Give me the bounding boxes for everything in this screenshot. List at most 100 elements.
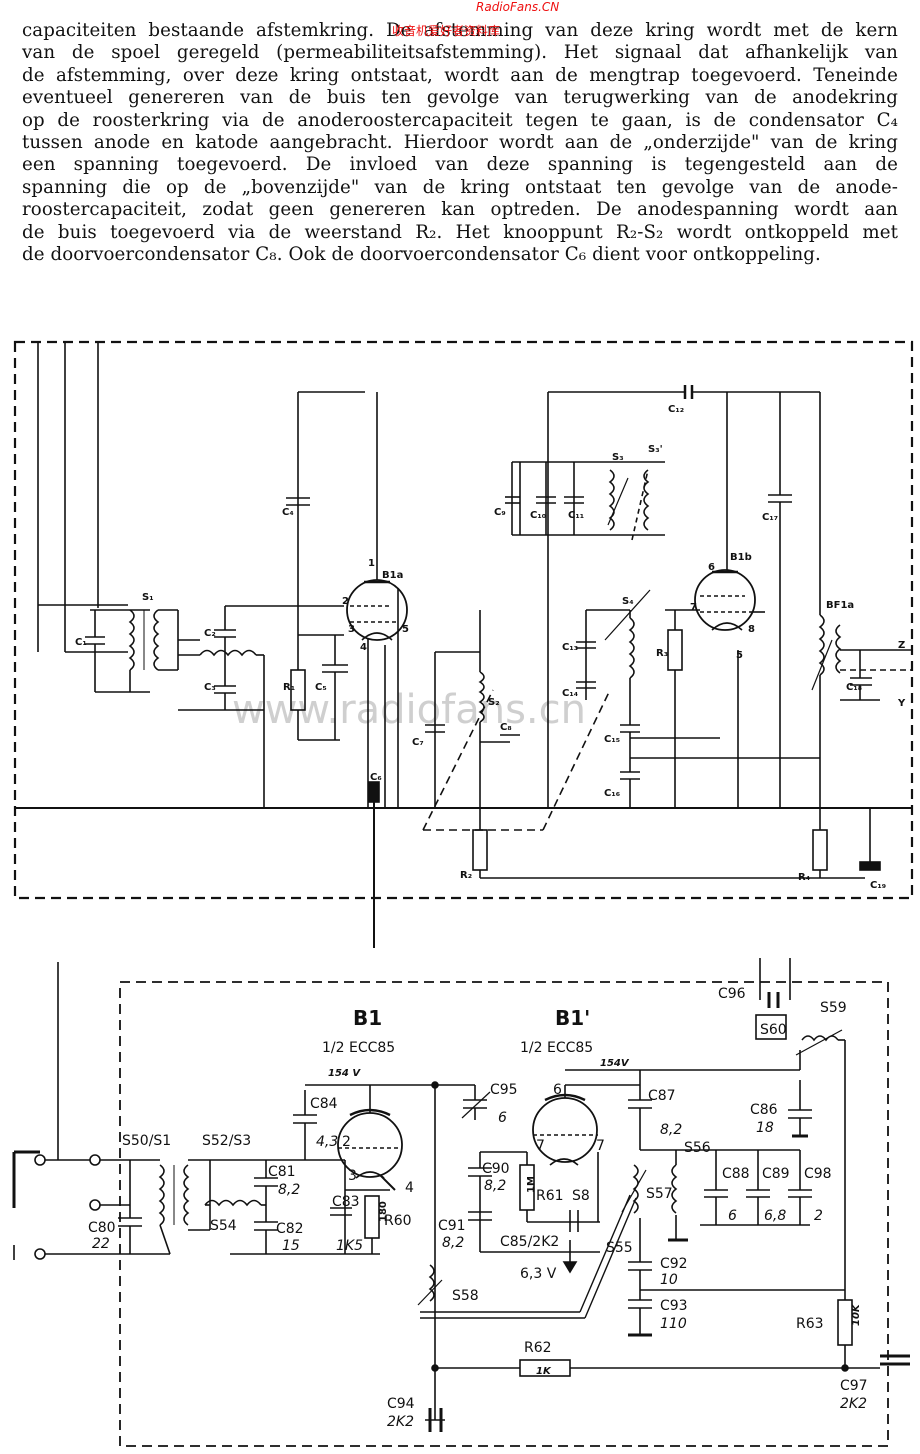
value-c95: 6 <box>498 1110 507 1126</box>
value-r60: 180 <box>378 1201 389 1222</box>
label-c9: C₉ <box>494 507 506 518</box>
label-c81: C81 <box>268 1164 296 1180</box>
label-pin2: 2 <box>342 596 349 607</box>
label-p5b: 5 <box>736 650 743 661</box>
value-r62: 1K <box>536 1366 552 1377</box>
value-c92: 10 <box>660 1272 678 1288</box>
label-r63: R63 <box>796 1316 824 1332</box>
label-pin1: 1 <box>368 558 375 569</box>
label-c1: C₁ <box>75 637 87 648</box>
tube1-title: B1 <box>353 1006 382 1030</box>
pin-7a: 7 <box>536 1138 545 1154</box>
label-c17: C₁₇ <box>762 512 778 523</box>
label-s60: S60 <box>760 1022 787 1038</box>
label-c15: C₁₅ <box>604 734 620 745</box>
value-r63: 10K <box>851 1303 862 1326</box>
label-c95: C95 <box>490 1082 518 1098</box>
label-c94: C94 <box>387 1396 415 1412</box>
paragraph-line: de afstemming, over deze kring ontstaat,… <box>22 64 898 86</box>
voltage-154-b: 154V <box>600 1058 630 1069</box>
watermark-cn: 收音机爱好者资料库 <box>392 24 501 38</box>
label-c86: C86 <box>750 1102 778 1118</box>
label-b1a: B1a <box>382 570 403 581</box>
paragraph-line: een spanning toegevoerd. De invloed van … <box>22 154 898 176</box>
label-c8: C₈ <box>500 722 512 733</box>
paragraph-line: van de spoel geregeld (permeabiliteitsaf… <box>22 42 898 64</box>
label-s3b: S₃' <box>648 444 663 455</box>
label-c5: C₅ <box>315 682 327 693</box>
value-c86: 18 <box>756 1120 774 1136</box>
label-s57: S57 <box>646 1186 673 1202</box>
upper-labels: S₁ C₁ C₂ C₃ R₁ C₅ C₄ B1a 1 2 3 4 5 C₆ C₇… <box>75 404 906 891</box>
label-pin5: 5 <box>402 624 409 635</box>
label-c12: C₁₂ <box>668 404 684 415</box>
label-y: Y <box>897 698 906 709</box>
label-c13: C₁₃ <box>562 642 578 653</box>
lower-labels: B1 1/2 ECC85 B1' 1/2 ECC85 154 V 154V S5… <box>88 986 868 1430</box>
value-c97: 2K2 <box>840 1396 867 1412</box>
label-s3: S₃ <box>612 452 624 463</box>
tube1-sub: 1/2 ECC85 <box>322 1040 395 1056</box>
label-c4: C₄ <box>282 507 294 518</box>
value-c80: 22 <box>92 1236 110 1252</box>
label-s58: S58 <box>452 1288 479 1304</box>
paragraph-line: op de roosterkring via de anoderoosterca… <box>22 109 898 131</box>
pin-3: 3 <box>348 1168 357 1184</box>
label-c18: C₁₈ <box>846 682 862 693</box>
pin-2: 2 <box>342 1134 351 1150</box>
label-c3: C₃ <box>204 682 216 693</box>
label-b1b: B1b <box>730 552 752 563</box>
value-c81: 8,2 <box>278 1182 300 1198</box>
label-c19: C₁₉ <box>870 880 886 891</box>
label-c10: C₁₀ <box>530 510 546 521</box>
value-c84: 4,3 <box>316 1134 338 1150</box>
label-s1: S₁ <box>142 592 154 603</box>
pin-7b: 7 <box>596 1138 605 1154</box>
label-c97: C97 <box>840 1378 868 1394</box>
label-s54: S54 <box>210 1218 237 1234</box>
label-c87: C87 <box>648 1088 676 1104</box>
value-c87: 8,2 <box>660 1122 682 1138</box>
value-c94: 2K2 <box>387 1414 414 1430</box>
label-c93: C93 <box>660 1298 688 1314</box>
pin-4: 4 <box>405 1180 414 1196</box>
value-c98: 2 <box>814 1208 823 1224</box>
value-c90: 8,2 <box>484 1178 506 1194</box>
label-c89: C89 <box>762 1166 790 1182</box>
value-c93: 110 <box>660 1316 687 1332</box>
value-c89: 6,8 <box>764 1208 786 1224</box>
label-p7: 7 <box>690 602 697 613</box>
paragraph-line: eventueel genereren van de buis ten gevo… <box>22 87 898 109</box>
label-r61: R61 <box>536 1188 564 1204</box>
body-paragraph: capaciteiten bestaande afstemkring. De a… <box>22 20 898 266</box>
label-c7: C₇ <box>412 737 424 748</box>
label-c98: C98 <box>804 1166 832 1182</box>
label-c80: C80 <box>88 1220 116 1236</box>
lower-schematic: B1 1/2 ECC85 B1' 1/2 ECC85 154 V 154V S5… <box>12 958 910 1447</box>
value-c82: 15 <box>282 1238 300 1254</box>
label-pin3: 3 <box>348 624 355 635</box>
paragraph-line: spanning die op de „bovenzijde" van de k… <box>22 176 898 198</box>
label-p6: 6 <box>708 562 715 573</box>
label-s52: S52/S3 <box>202 1133 251 1149</box>
label-pin4: 4 <box>360 642 367 653</box>
paragraph-line: tussen anode en katode aangebracht. Hier… <box>22 132 898 154</box>
label-s8: S8 <box>572 1188 590 1204</box>
label-c88: C88 <box>722 1166 750 1182</box>
paragraph-line: roostercapaciteit, zodat geen genereren … <box>22 199 898 221</box>
paragraph-line: de doorvoercondensator C₈. Ook de doorvo… <box>22 244 821 266</box>
label-c96: C96 <box>718 986 746 1002</box>
label-s55: S55 <box>606 1240 633 1256</box>
watermark-site: RadioFans.CN <box>476 0 560 14</box>
value-c91: 8,2 <box>442 1235 464 1251</box>
label-s4: S₄ <box>622 596 634 607</box>
label-r1: R₁ <box>283 682 295 693</box>
label-c6: C₆ <box>370 772 382 783</box>
tube2-sub: 1/2 ECC85 <box>520 1040 593 1056</box>
pin-6: 6 <box>553 1082 562 1098</box>
label-p8: 8 <box>748 624 755 635</box>
label-c83: C83 <box>332 1194 360 1210</box>
label-c92: C92 <box>660 1256 688 1272</box>
label-c91: C91 <box>438 1218 466 1234</box>
